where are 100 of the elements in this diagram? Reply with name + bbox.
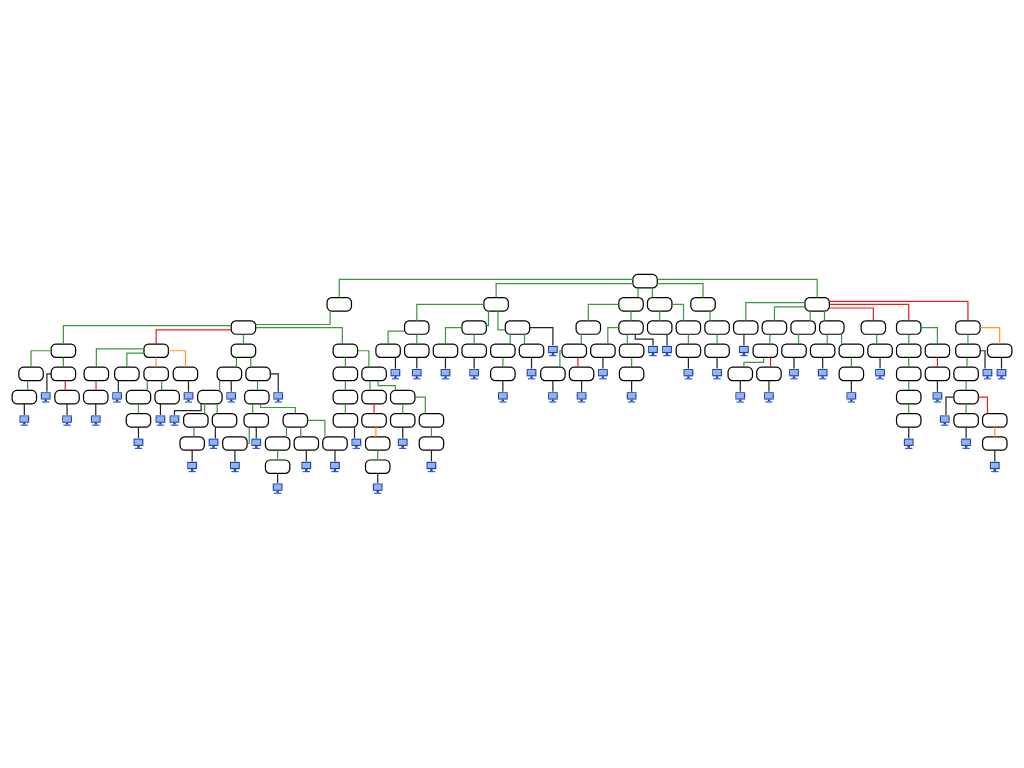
node-box bbox=[804, 297, 830, 312]
node-box bbox=[953, 389, 979, 405]
connector bbox=[259, 403, 296, 414]
connector bbox=[338, 278, 634, 299]
node-box bbox=[756, 366, 782, 382]
node-box bbox=[895, 320, 922, 335]
connector bbox=[155, 329, 232, 345]
connector bbox=[387, 330, 406, 345]
node-box bbox=[727, 366, 754, 382]
connector bbox=[373, 403, 375, 415]
node-box bbox=[403, 343, 430, 359]
node-box bbox=[504, 320, 531, 335]
connector bbox=[945, 396, 955, 416]
connector bbox=[46, 373, 52, 393]
connector bbox=[743, 333, 745, 347]
node-box bbox=[418, 413, 445, 428]
node-box bbox=[953, 366, 979, 382]
node-box bbox=[986, 343, 1013, 359]
node-box bbox=[483, 297, 509, 312]
node-box bbox=[838, 366, 865, 382]
node-box bbox=[211, 413, 238, 428]
node-box bbox=[461, 343, 487, 359]
node-box bbox=[332, 389, 359, 405]
connector bbox=[965, 380, 967, 391]
node-box bbox=[332, 413, 359, 428]
node-box bbox=[924, 366, 951, 382]
node-box bbox=[332, 343, 359, 359]
connector bbox=[62, 325, 232, 345]
connector bbox=[357, 350, 370, 368]
node-box bbox=[389, 389, 416, 405]
connector bbox=[656, 278, 818, 299]
node-box bbox=[618, 297, 644, 312]
node-box bbox=[179, 436, 205, 451]
node-box bbox=[895, 366, 922, 382]
node-box bbox=[172, 366, 199, 382]
connector bbox=[671, 303, 685, 322]
connector bbox=[966, 356, 968, 368]
connector bbox=[656, 283, 704, 299]
connector bbox=[965, 403, 967, 415]
node-box bbox=[245, 366, 271, 382]
connector bbox=[793, 356, 795, 370]
node-box bbox=[361, 389, 387, 405]
connector bbox=[377, 380, 397, 391]
node-box bbox=[790, 320, 816, 335]
connector bbox=[375, 426, 377, 438]
connector bbox=[255, 326, 343, 345]
connector bbox=[529, 326, 554, 346]
node-box bbox=[895, 413, 922, 428]
connector bbox=[602, 356, 604, 370]
node-box bbox=[761, 320, 788, 335]
node-box bbox=[981, 436, 1008, 451]
connector bbox=[979, 326, 1001, 345]
node-box bbox=[50, 343, 77, 359]
node-box bbox=[860, 320, 887, 335]
connector bbox=[369, 380, 371, 391]
node-box bbox=[690, 297, 716, 312]
node-box bbox=[924, 343, 951, 359]
connector bbox=[444, 326, 463, 345]
node-box bbox=[364, 436, 391, 451]
node-box bbox=[11, 389, 38, 405]
node-box bbox=[143, 343, 169, 359]
connector bbox=[977, 396, 989, 415]
connector bbox=[234, 449, 236, 462]
node-box bbox=[361, 366, 387, 382]
node-box bbox=[361, 413, 387, 428]
node-box bbox=[326, 297, 353, 312]
node-box bbox=[83, 366, 110, 382]
node-box bbox=[154, 389, 180, 405]
connector bbox=[416, 303, 485, 322]
node-box bbox=[264, 436, 291, 451]
connector bbox=[95, 380, 97, 391]
node-box bbox=[955, 343, 981, 359]
connector bbox=[716, 356, 718, 370]
connector bbox=[66, 403, 68, 416]
node-box bbox=[183, 413, 209, 428]
node-box bbox=[322, 436, 348, 451]
node-box bbox=[561, 343, 588, 359]
node-box bbox=[143, 366, 169, 382]
node-box bbox=[364, 459, 391, 475]
connector bbox=[167, 350, 187, 368]
connector bbox=[965, 426, 967, 439]
node-box bbox=[540, 366, 566, 382]
node-box bbox=[461, 320, 487, 335]
node-box bbox=[675, 343, 702, 359]
connector bbox=[95, 348, 145, 368]
node-box bbox=[675, 320, 702, 335]
node-box bbox=[125, 413, 152, 428]
node-box bbox=[114, 366, 140, 382]
connector bbox=[979, 350, 986, 370]
node-box bbox=[752, 343, 779, 359]
node-box bbox=[981, 413, 1008, 428]
connector bbox=[607, 326, 620, 345]
node-box bbox=[82, 389, 109, 405]
node-box bbox=[50, 366, 77, 382]
node-box bbox=[282, 413, 309, 428]
connector bbox=[743, 357, 765, 368]
connector bbox=[173, 403, 202, 416]
node-box bbox=[618, 320, 644, 335]
node-box bbox=[809, 343, 836, 359]
connector bbox=[255, 310, 331, 326]
